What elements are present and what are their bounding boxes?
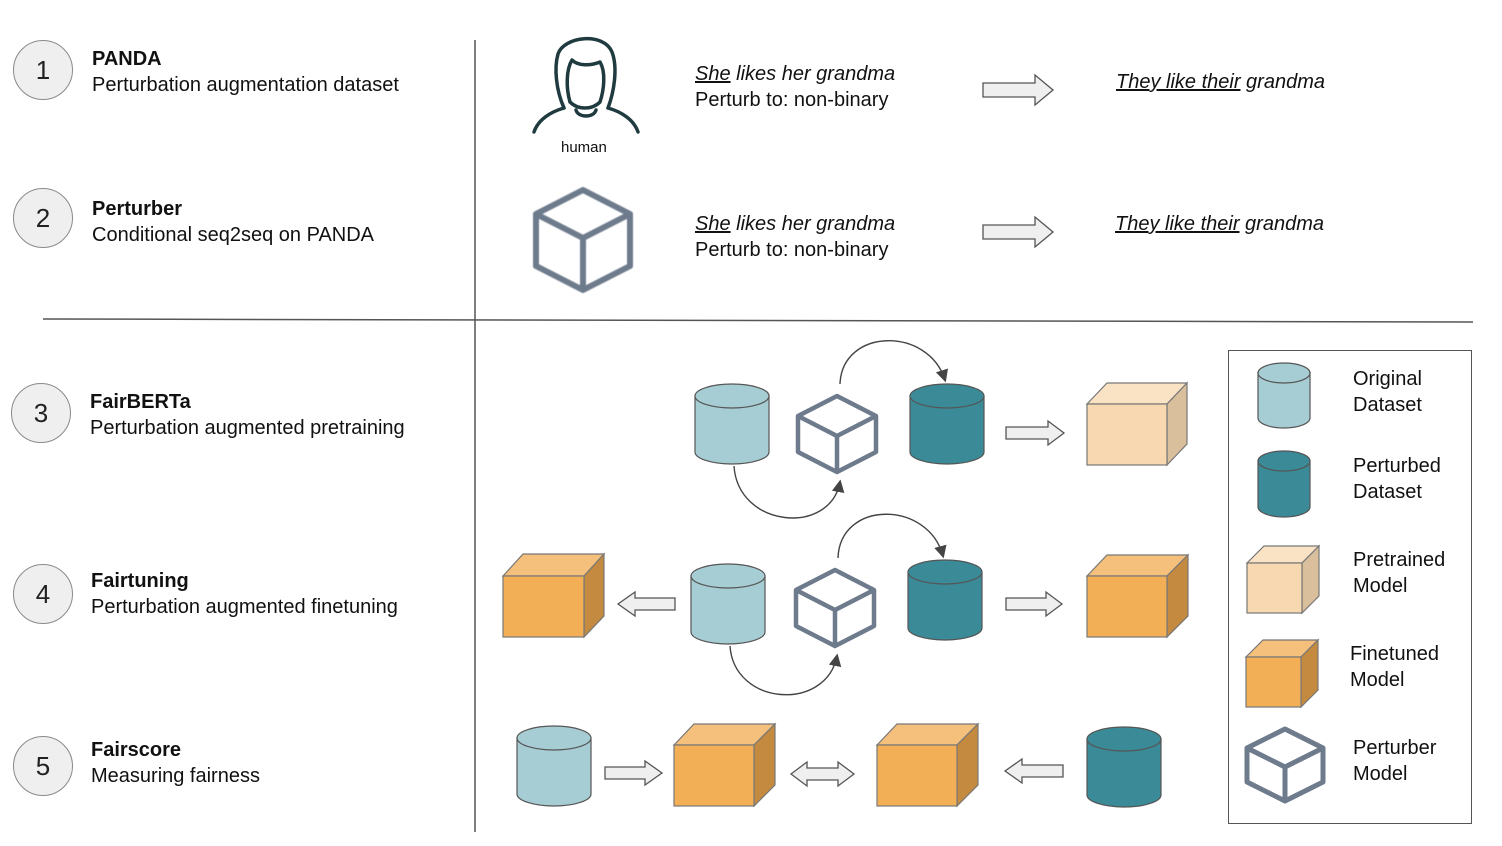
step-5-subtitle: Measuring fairness <box>91 765 260 787</box>
step-1-number: 1 <box>35 54 51 85</box>
block-arrow-right <box>982 73 1055 107</box>
step-4-number-circle: 4 <box>13 564 73 624</box>
step-5-number: 5 <box>35 750 51 781</box>
legend-pretrained-model-icon <box>1245 544 1321 615</box>
step-4-number: 4 <box>35 578 51 609</box>
step-3-number: 3 <box>33 397 49 428</box>
step-2-number: 2 <box>35 202 51 233</box>
example-2-input-rest: likes her grandma <box>730 213 896 235</box>
example-2-input-subject: She <box>695 213 731 235</box>
legend-original-dataset-icon <box>1257 362 1311 429</box>
example-1-input: She likes her grandma <box>695 61 895 87</box>
step-2-title: Perturber <box>92 198 183 220</box>
curved-arrow <box>837 513 947 559</box>
original-dataset-cylinder-icon <box>694 383 770 465</box>
example-1-output: They like their grandma <box>1116 69 1325 95</box>
legend-perturber-model-icon <box>1244 726 1326 804</box>
step-5-title: Fairscore <box>91 739 182 761</box>
block-arrow-right <box>604 759 664 787</box>
perturber-model-cube-icon <box>795 393 879 475</box>
example-1-output-rest: grandma <box>1240 71 1325 93</box>
legend-finetuned-model-icon <box>1244 638 1320 709</box>
step-5-number-circle: 5 <box>13 736 73 796</box>
example-2-output-underlined: They like their <box>1115 213 1240 235</box>
curved-arrow <box>729 645 842 696</box>
step-2-subtitle: Conditional seq2seq on PANDA <box>92 224 375 246</box>
legend-box <box>1228 350 1472 824</box>
curved-arrow <box>839 340 948 385</box>
block-arrow-left <box>616 590 676 618</box>
pretrained-model-cube-icon <box>1085 381 1189 467</box>
example-2-instruction: Perturb to: non-binary <box>695 239 889 261</box>
finetuned-model-cube-icon <box>875 722 980 808</box>
perturber-model-cube-icon <box>533 187 633 293</box>
human-icon <box>532 36 640 134</box>
legend-label-perturbed-dataset: Perturbed Dataset <box>1353 455 1441 503</box>
legend-label-original-dataset: Original Dataset <box>1353 368 1422 416</box>
example-1-instruction: Perturb to: non-binary <box>695 89 889 111</box>
finetuned-model-cube-icon <box>501 552 606 639</box>
step-4-title: Fairtuning <box>91 570 189 592</box>
perturbed-dataset-cylinder-icon <box>1086 726 1162 808</box>
example-1-input-rest: likes her grandma <box>730 63 896 85</box>
block-arrow-left <box>1003 757 1064 785</box>
legend-label-pretrained-model: Pretrained Model <box>1353 549 1446 597</box>
human-caption: human <box>561 139 607 156</box>
step-2-number-circle: 2 <box>13 188 73 248</box>
legend-perturbed-dataset-icon <box>1257 450 1311 518</box>
block-arrow-double <box>789 760 856 788</box>
block-arrow-right <box>982 215 1055 249</box>
perturber-model-cube-icon <box>793 567 877 649</box>
finetuned-model-cube-icon <box>1085 553 1190 639</box>
legend-label-perturber-model: Perturber Model <box>1353 737 1437 785</box>
step-3-number-circle: 3 <box>11 383 71 443</box>
step-1-subtitle: Perturbation augmentation dataset <box>92 74 399 96</box>
step-1-title: PANDA <box>92 48 162 70</box>
step-3-title: FairBERTa <box>90 391 191 413</box>
block-arrow-right <box>1005 590 1064 618</box>
original-dataset-cylinder-icon <box>516 725 592 807</box>
curved-arrow <box>733 465 845 519</box>
block-arrow-right <box>1005 419 1066 447</box>
legend-label-finetuned-model: Finetuned Model <box>1350 643 1439 691</box>
example-1-input-subject: She <box>695 63 731 85</box>
example-2-input: She likes her grandma <box>695 211 895 237</box>
original-dataset-cylinder-icon <box>690 563 766 645</box>
example-2-output: They like their grandma <box>1115 211 1324 237</box>
finetuned-model-cube-icon <box>672 722 777 808</box>
perturbed-dataset-cylinder-icon <box>907 559 983 641</box>
example-1-output-underlined: They like their <box>1116 71 1241 93</box>
step-4-subtitle: Perturbation augmented finetuning <box>91 596 398 618</box>
step-1-number-circle: 1 <box>13 40 73 100</box>
example-2-output-rest: grandma <box>1239 213 1324 235</box>
perturbed-dataset-cylinder-icon <box>909 383 985 465</box>
step-3-subtitle: Perturbation augmented pretraining <box>90 417 405 439</box>
horizontal-divider <box>42 318 1474 323</box>
